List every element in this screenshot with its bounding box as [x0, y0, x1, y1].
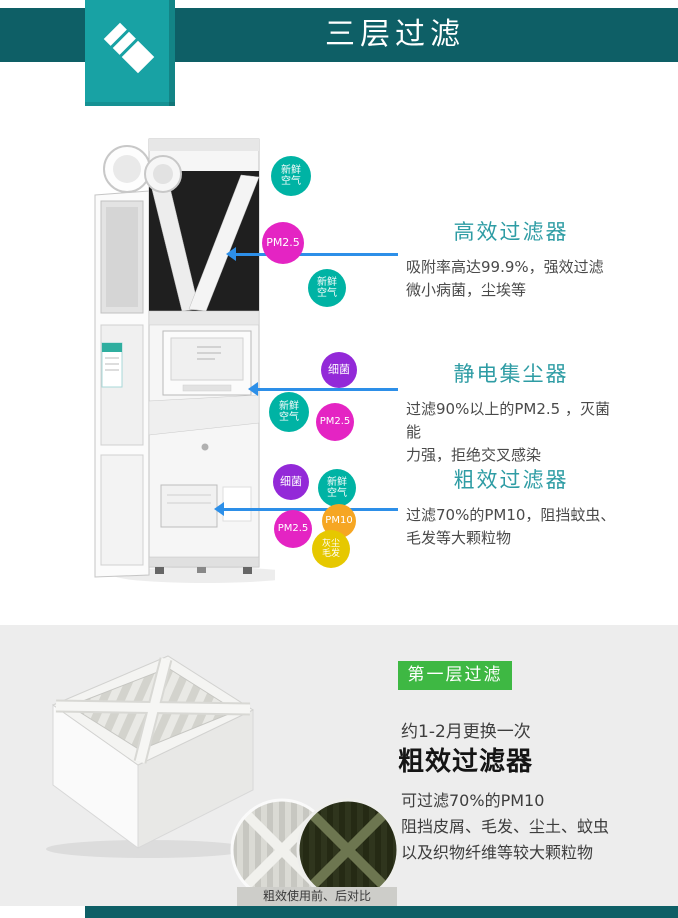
fresh-air-badge: 新鲜空气 [308, 269, 346, 307]
filter-desc-line: 过滤70%的PM10，阻挡蚊虫、 [406, 506, 616, 524]
brand-logo [85, 0, 175, 106]
pointer-arrow-coarse [214, 502, 398, 516]
coarse-desc-line: 以及织物纤维等较大颗粒物 [401, 843, 594, 862]
fresh-air-badge: 新鲜空气 [269, 392, 309, 432]
coarse-filter-info: 粗效过滤器 过滤70%的PM10，阻挡蚊虫、 毛发等大颗粒物 [398, 464, 624, 550]
page-title: 三层过滤 [325, 17, 465, 52]
replace-interval-note: 约1-2月更换一次 [401, 722, 531, 742]
pm25-badge: PM2.5 [274, 510, 312, 548]
filter-before-after-image [225, 797, 405, 911]
filter-description: 过滤90%以上的PM2.5 ，灭菌能 力强，拒绝交叉感染 [406, 398, 624, 467]
comparison-caption: 粗效使用前、后对比 [237, 887, 397, 906]
filter-desc-line: 吸附率高达99.9%，强效过滤 [406, 258, 604, 276]
air-purifier-illustration [85, 125, 297, 590]
dust-hair-badge: 灰尘毛发 [312, 530, 350, 568]
filter-desc-line: 毛发等大颗粒物 [406, 529, 512, 547]
coarse-desc-line: 阻挡皮屑、毛发、尘土、蚊虫 [401, 817, 610, 836]
filter-desc-line: 微小病菌，尘埃等 [406, 281, 527, 299]
coarse-filter-description: 可过滤70%的PM10 阻挡皮屑、毛发、尘土、蚊虫 以及织物纤维等较大颗粒物 [401, 788, 609, 866]
filter-title: 高效过滤器 [453, 220, 569, 244]
pm25-badge: PM2.5 [262, 222, 304, 264]
coarse-filter-title: 粗效过滤器 [398, 747, 534, 777]
layered-diamonds-icon [85, 18, 175, 110]
fresh-air-badge: 新鲜空气 [318, 469, 356, 507]
filter-title: 粗效过滤器 [453, 468, 569, 492]
electrostatic-filter-info: 静电集尘器 过滤90%以上的PM2.5 ，灭菌能 力强，拒绝交叉感染 [398, 358, 624, 467]
filter-desc-line: 力强，拒绝交叉感染 [406, 446, 542, 464]
first-layer-section: 第一层过滤 约1-2月更换一次 粗效过滤器 可过滤70%的PM10 阻挡皮屑、毛… [0, 625, 678, 906]
hepa-filter-info: 高效过滤器 吸附率高达99.9%，强效过滤 微小病菌，尘埃等 [398, 216, 624, 302]
bacteria-badge: 细菌 [273, 464, 309, 500]
pointer-arrow-electrostatic [248, 382, 398, 396]
filter-desc-line: 过滤90%以上的PM2.5 ，灭菌能 [406, 400, 610, 441]
filter-title: 静电集尘器 [453, 362, 569, 386]
coarse-desc-line: 可过滤70%的PM10 [401, 791, 545, 810]
pm25-badge: PM2.5 [316, 403, 354, 441]
filter-description: 过滤70%的PM10，阻挡蚊虫、 毛发等大颗粒物 [406, 504, 624, 550]
layer-one-badge: 第一层过滤 [398, 661, 512, 690]
fresh-air-badge: 新鲜空气 [271, 156, 311, 196]
filter-description: 吸附率高达99.9%，强效过滤 微小病菌，尘埃等 [406, 256, 624, 302]
coarse-filter-product-image [28, 643, 268, 867]
next-section-bar [85, 906, 678, 918]
pointer-arrow-hepa [226, 247, 398, 261]
bacteria-badge: 细菌 [321, 352, 357, 388]
